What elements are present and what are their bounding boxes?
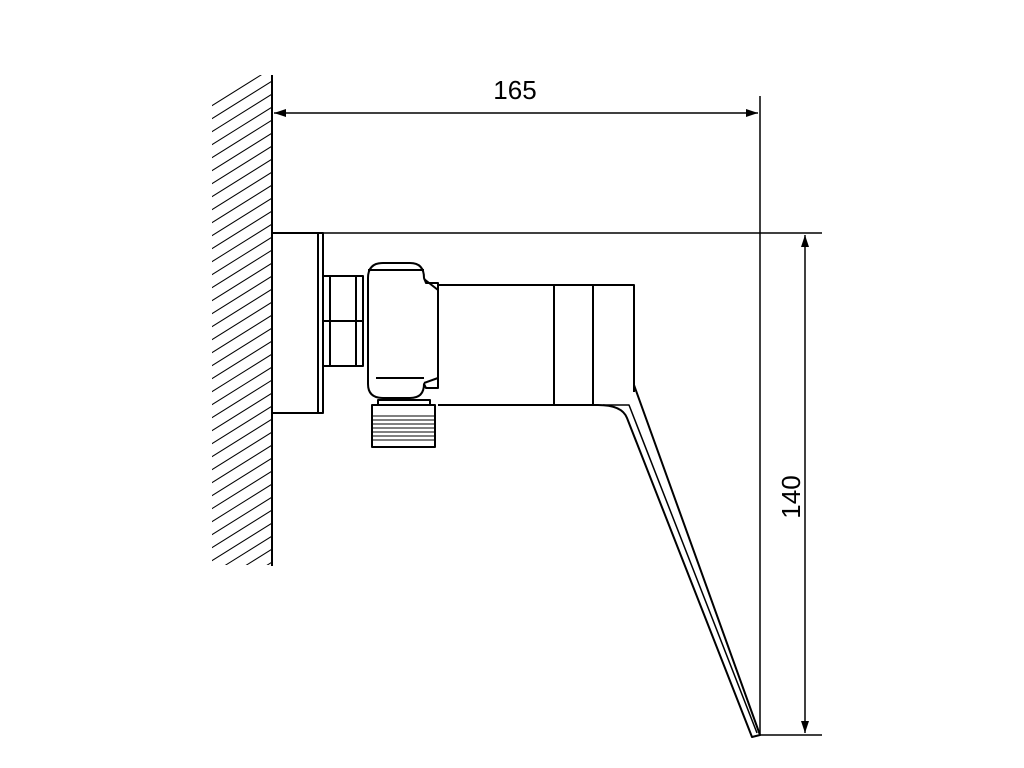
hatch-line — [212, 106, 272, 146]
hatch-line — [212, 197, 272, 237]
wall-flange — [271, 232, 324, 414]
faucet-mixer — [271, 232, 761, 738]
hatch-line — [212, 184, 272, 224]
mixer-body — [438, 284, 761, 738]
hatch-line — [212, 483, 272, 523]
hatch-line — [205, 567, 285, 617]
hatch-line — [212, 80, 272, 120]
hatch-line — [212, 75, 262, 107]
cartridge-cap — [367, 262, 439, 399]
height-dimension: 140 — [272, 232, 822, 736]
hatch-line — [212, 496, 272, 536]
width-dimension-label: 165 — [493, 75, 536, 105]
hatch-line — [212, 171, 272, 211]
hatch-line — [212, 119, 272, 159]
connector-nut — [322, 275, 364, 367]
hatch-line — [212, 457, 272, 497]
outlet-nozzle — [371, 399, 436, 448]
hatch-line — [212, 470, 272, 510]
hatch-line — [212, 509, 272, 549]
hatch-line — [245, 548, 272, 565]
hatch-line — [212, 522, 272, 562]
height-dimension-label: 140 — [776, 475, 806, 518]
hatch-line — [212, 132, 272, 172]
hatch-line — [224, 535, 272, 565]
hatch-line — [212, 431, 272, 471]
hatch-line — [212, 223, 272, 263]
hatch-line — [212, 210, 272, 250]
hatch-line — [212, 418, 272, 458]
hatch-line — [212, 158, 272, 198]
hatch-line — [212, 93, 272, 133]
hatch-line — [212, 444, 272, 484]
hatch-line — [266, 561, 272, 565]
width-dimension: 165 — [274, 75, 761, 735]
hatch-line — [212, 145, 272, 185]
